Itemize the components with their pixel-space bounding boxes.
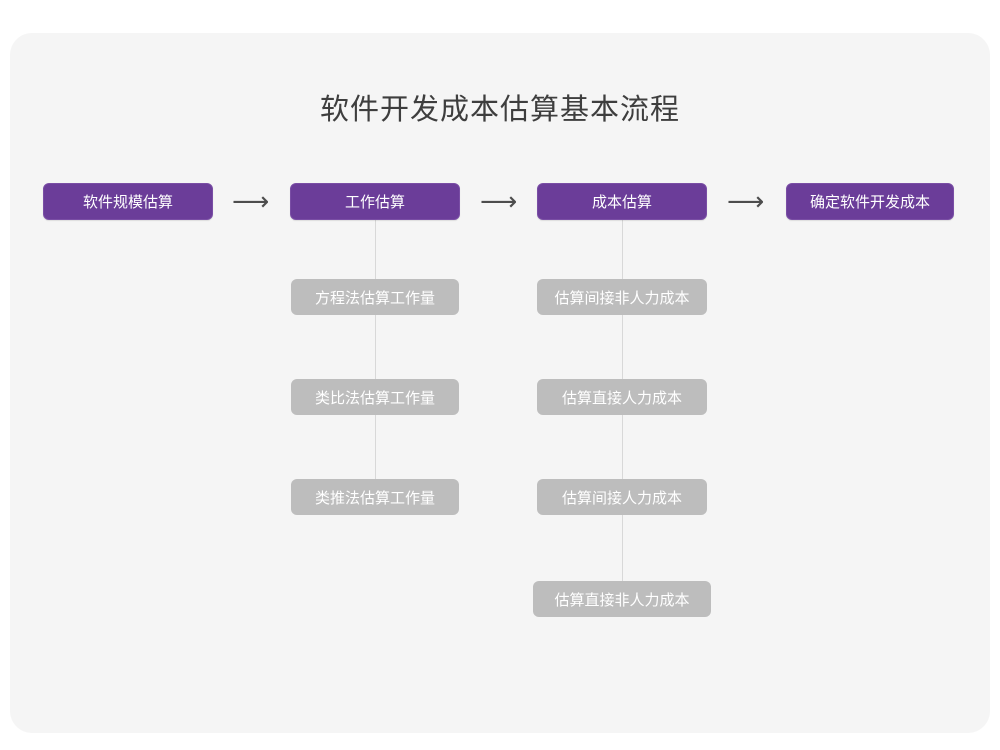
node-label: 估算间接非人力成本 [554, 289, 690, 307]
node-cost-estimation[interactable]: 成本估算 [537, 183, 707, 220]
diagram-card [10, 33, 990, 733]
flow-arrow-1: ⟶ [232, 186, 270, 216]
flow-arrow-3: ⟶ [727, 186, 765, 216]
node-direct-labor-cost[interactable]: 估算直接人力成本 [537, 379, 707, 415]
node-label: 方程法估算工作量 [314, 289, 435, 307]
node-label: 估算间接人力成本 [561, 489, 682, 507]
node-label: 估算直接非人力成本 [554, 591, 690, 609]
flow-arrow-2: ⟶ [480, 186, 518, 216]
node-software-scale-estimation[interactable]: 软件规模估算 [43, 183, 213, 220]
node-label: 确定软件开发成本 [809, 194, 930, 211]
node-determine-development-cost[interactable]: 确定软件开发成本 [786, 183, 954, 220]
page-title: 软件开发成本估算基本流程 [319, 94, 680, 126]
node-indirect-non-labor-cost[interactable]: 估算间接非人力成本 [537, 279, 707, 315]
node-inference-method-effort[interactable]: 类推法估算工作量 [291, 479, 459, 515]
node-label: 类推法估算工作量 [314, 489, 435, 507]
node-direct-non-labor-cost[interactable]: 估算直接非人力成本 [533, 581, 711, 617]
connector-work-estimation [375, 216, 376, 501]
node-equation-method-effort[interactable]: 方程法估算工作量 [291, 279, 459, 315]
node-work-estimation[interactable]: 工作估算 [290, 183, 460, 220]
node-label: 估算直接人力成本 [561, 389, 682, 407]
node-indirect-labor-cost[interactable]: 估算间接人力成本 [537, 479, 707, 515]
node-label: 工作估算 [344, 194, 405, 211]
node-label: 类比法估算工作量 [314, 389, 435, 407]
node-analogy-method-effort[interactable]: 类比法估算工作量 [291, 379, 459, 415]
node-label: 软件规模估算 [82, 194, 173, 211]
node-label: 成本估算 [591, 194, 652, 211]
